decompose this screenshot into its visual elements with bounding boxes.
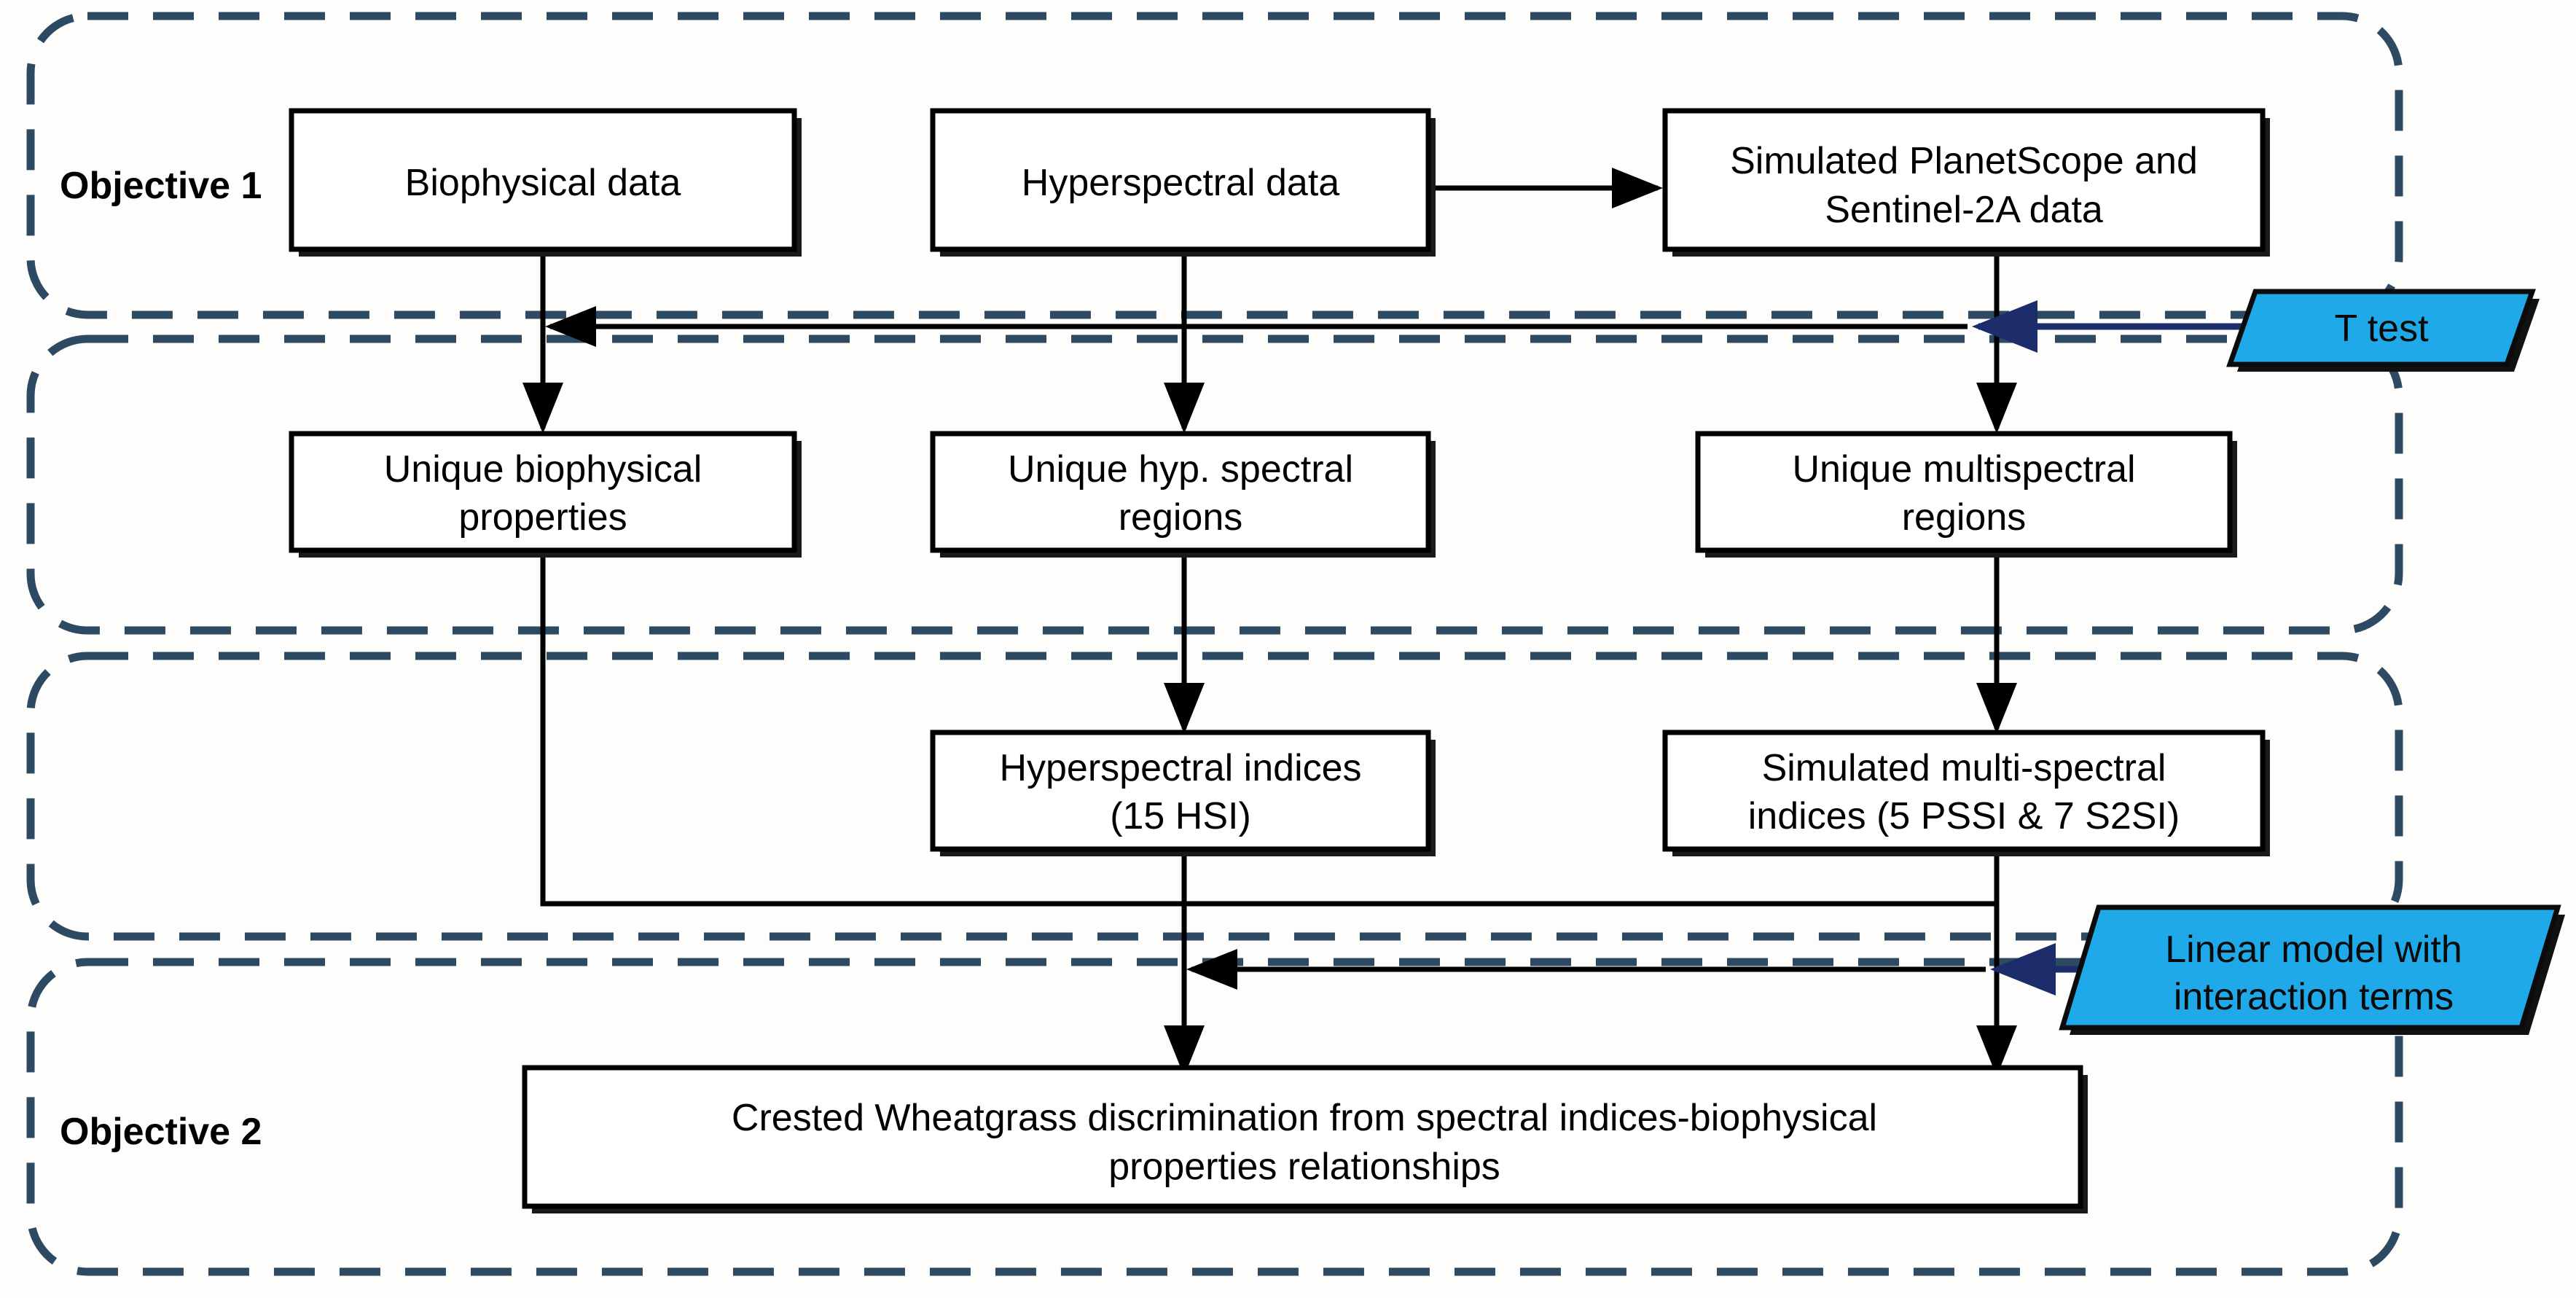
method-linear-model-line-1: Linear model with: [2165, 928, 2462, 971]
box-hyperspectral-data-line-1: Hyperspectral data: [1022, 162, 1340, 204]
box-crested-wheatgrass-discrimination[interactable]: Crested Wheatgrass discrimination from s…: [522, 1065, 2088, 1213]
panel-3-frame: [26, 652, 2403, 941]
box-unique-hyp-line-2: regions: [1119, 496, 1243, 539]
box-unique-biophysical-line-1: Unique biophysical: [384, 448, 702, 490]
box-hyperspectral-indices-line-2: (15 HSI): [1110, 795, 1251, 837]
panel-2-frame: [26, 335, 2403, 635]
box-unique-multispectral-line-1: Unique multispectral: [1792, 448, 2135, 490]
edge-unique-biophysical-routing: [540, 550, 1997, 907]
box-simulated-planetscope-sentinel[interactable]: Simulated PlanetScope and Sentinel-2A da…: [1662, 108, 2270, 257]
box-hyperspectral-indices-line-1: Hyperspectral indices: [999, 747, 1361, 789]
objective-2-label: Objective 2: [60, 1111, 262, 1153]
box-simulated-planetscope-line-1: Simulated PlanetScope and: [1730, 140, 2198, 182]
box-unique-hyp-line-1: Unique hyp. spectral: [1008, 448, 1353, 490]
box-biophysical-data[interactable]: Biophysical data: [289, 108, 802, 257]
box-simulated-planetscope-line-2: Sentinel-2A data: [1825, 189, 2103, 231]
box-unique-multispectral-line-2: regions: [1902, 496, 2027, 539]
objective-1-label: Objective 1: [60, 165, 262, 207]
method-linear-model-line-2: interaction terms: [2174, 976, 2454, 1018]
method-linear-model[interactable]: Linear model with interaction terms: [2059, 904, 2565, 1035]
box-unique-biophysical-properties[interactable]: Unique biophysical properties: [289, 431, 802, 558]
box-simulated-multispectral-indices-line-2: indices (5 PSSI & 7 S2SI): [1748, 795, 2180, 837]
box-crested-wheatgrass-line-1: Crested Wheatgrass discrimination from s…: [732, 1097, 1877, 1139]
box-simulated-multispectral-indices[interactable]: Simulated multi-spectral indices (5 PSSI…: [1662, 730, 2270, 856]
method-t-test[interactable]: T test: [2226, 289, 2540, 372]
box-unique-hyp-spectral-regions[interactable]: Unique hyp. spectral regions: [930, 431, 1436, 558]
box-crested-wheatgrass-line-2: properties relationships: [1108, 1146, 1500, 1188]
box-hyperspectral-indices[interactable]: Hyperspectral indices (15 HSI): [930, 730, 1436, 856]
box-hyperspectral-data[interactable]: Hyperspectral data: [930, 108, 1436, 257]
box-biophysical-data-line-1: Biophysical data: [405, 162, 681, 204]
box-unique-biophysical-line-2: properties: [458, 496, 627, 539]
panel-1-frame: [26, 12, 2403, 319]
method-t-test-label: T test: [2334, 308, 2429, 350]
box-simulated-multispectral-indices-line-1: Simulated multi-spectral: [1762, 747, 2166, 789]
box-unique-multispectral-regions[interactable]: Unique multispectral regions: [1695, 431, 2237, 558]
